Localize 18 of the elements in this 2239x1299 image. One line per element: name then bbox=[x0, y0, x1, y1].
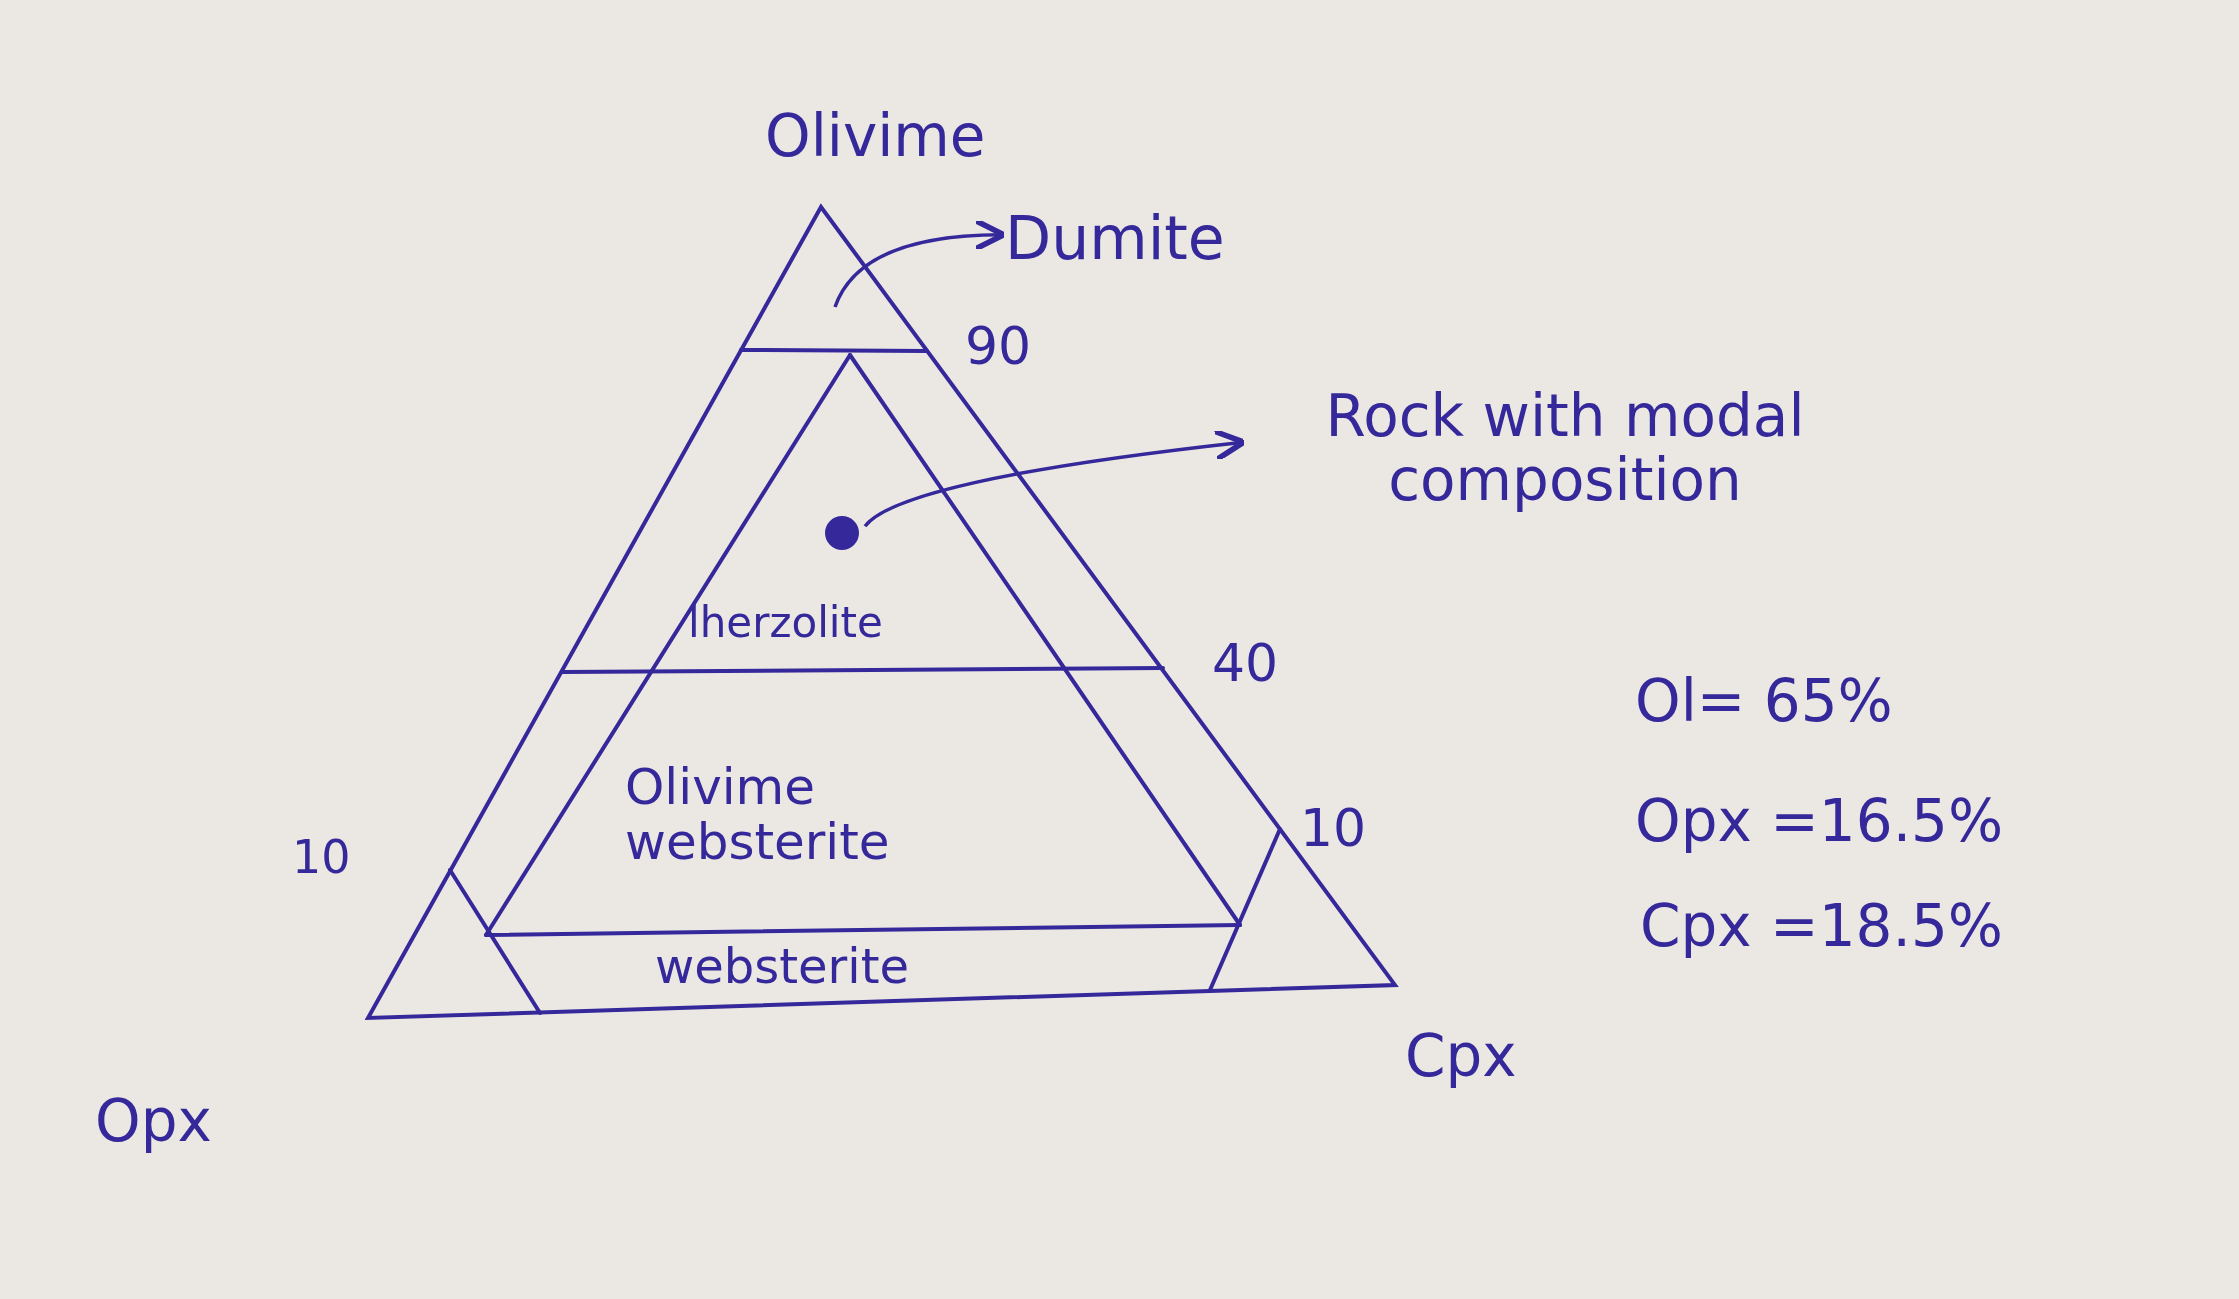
rock-name-label: Dumite bbox=[1005, 205, 1225, 271]
tick-value: 40 bbox=[1212, 635, 1279, 693]
composition-value: Opx =16.5% bbox=[1635, 790, 2004, 854]
composition-value: Ol= 65% bbox=[1635, 670, 1893, 734]
field-label: Olivime websterite bbox=[625, 760, 891, 870]
tick-value: 10 bbox=[1300, 800, 1367, 858]
leader-arrow bbox=[833, 218, 1007, 308]
callout-text: Rock with modal composition bbox=[1245, 385, 1885, 513]
vertex-label: Cpx bbox=[1405, 1025, 1517, 1089]
leader-arrow bbox=[863, 428, 1247, 528]
tick-value: 10 bbox=[292, 832, 351, 883]
sample-dot bbox=[825, 516, 859, 550]
tick-value: 90 bbox=[965, 318, 1032, 376]
field-label: lherzolite bbox=[688, 600, 883, 647]
vertex-label: Olivime bbox=[765, 105, 986, 169]
vertex-label: Opx bbox=[95, 1090, 212, 1154]
composition-value: Cpx =18.5% bbox=[1640, 895, 2003, 959]
field-label: websterite bbox=[655, 940, 910, 993]
